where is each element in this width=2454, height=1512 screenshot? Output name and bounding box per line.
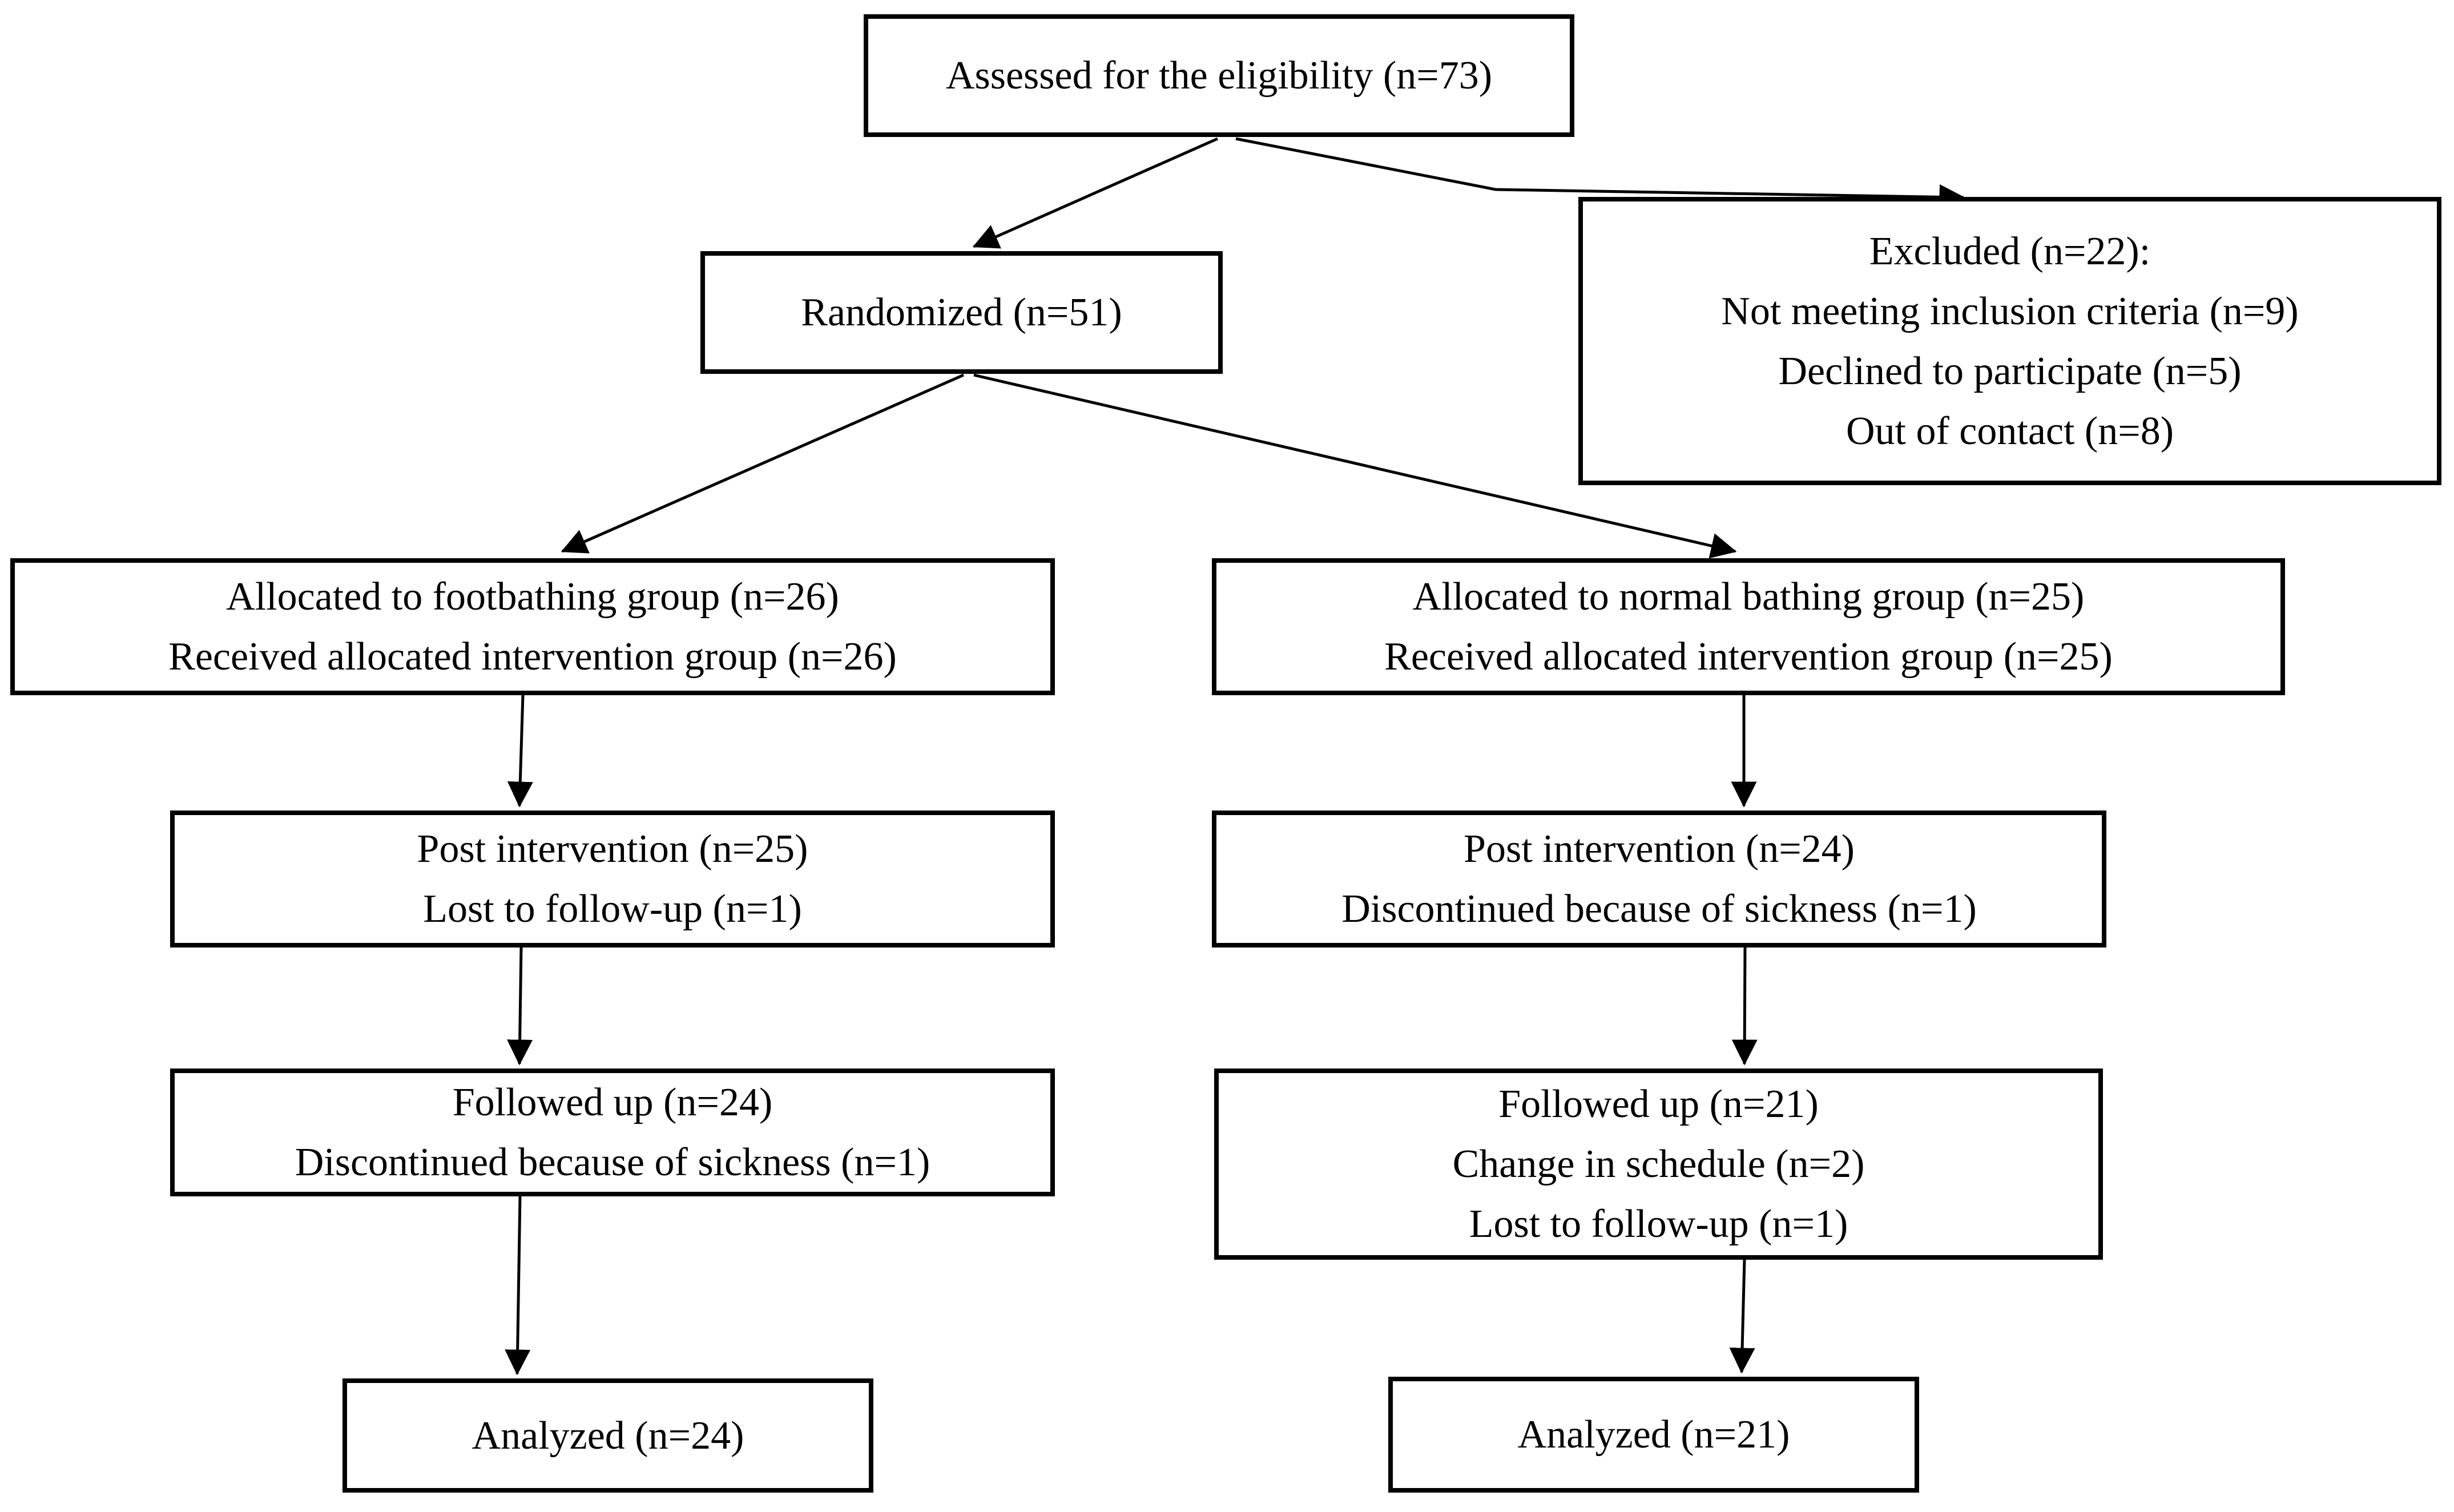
arrow-alloc-left-to-post-left — [507, 695, 533, 808]
node-text-line: Assessed for the eligibility (n=73) — [945, 54, 1493, 98]
node-text-line: Lost to follow-up (n=1) — [1469, 1202, 1848, 1246]
node-text-line: Post intervention (n=25) — [417, 827, 808, 871]
node-followed-up-footbathing: Followed up (n=24) Discontinued because … — [170, 1069, 1055, 1196]
node-text-line: Allocated to footbathing group (n=26) — [226, 575, 839, 619]
node-excluded: Excluded (n=22): Not meeting inclusion c… — [1578, 197, 2441, 485]
excluded-reason-line: Declined to participate (n=5) — [1778, 349, 2242, 393]
node-text-line: Followed up (n=21) — [1498, 1082, 1819, 1126]
node-text-line: Received allocated intervention group (n… — [168, 635, 897, 679]
node-text-line: Randomized (n=51) — [801, 291, 1122, 334]
node-text-line: Lost to follow-up (n=1) — [423, 887, 802, 931]
node-text-line: Post intervention (n=24) — [1464, 827, 1855, 871]
node-randomized: Randomized (n=51) — [700, 251, 1223, 374]
node-analyzed-normal-bathing: Analyzed (n=21) — [1388, 1377, 1919, 1493]
arrow-follow-left-to-analyzed-left — [505, 1196, 531, 1376]
arrow-assessed-to-excluded — [1235, 137, 1965, 210]
node-text-line: Excluded (n=22): — [1869, 229, 2151, 273]
node-text-line: Analyzed (n=24) — [472, 1413, 744, 1458]
arrow-follow-right-to-analyzed-right — [1729, 1259, 1755, 1374]
excluded-reason-line: Out of contact (n=8) — [1845, 409, 2174, 453]
node-text-line: Allocated to normal bathing group (n=25) — [1412, 575, 2085, 619]
node-text-line: Discontinued because of sickness (n=1) — [1341, 887, 1977, 931]
node-text-line: Followed up (n=24) — [452, 1080, 773, 1124]
arrow-post-left-to-follow-left — [507, 947, 533, 1066]
node-assessed-eligibility: Assessed for the eligibility (n=73) — [864, 14, 1574, 137]
excluded-reason-line: Not meeting inclusion criteria (n=9) — [1721, 289, 2299, 333]
node-post-intervention-footbathing: Post intervention (n=25) Lost to follow-… — [170, 811, 1055, 947]
node-allocated-normal-bathing: Allocated to normal bathing group (n=25)… — [1212, 558, 2285, 695]
arrow-assessed-to-randomized — [972, 137, 1219, 249]
node-text-line: Received allocated intervention group (n… — [1384, 635, 2113, 679]
node-post-intervention-normal-bathing: Post intervention (n=24) Discontinued be… — [1212, 811, 2106, 947]
node-text-line: Discontinued because of sickness (n=1) — [295, 1140, 930, 1184]
arrow-randomized-to-alloc-left — [561, 373, 965, 554]
arrow-randomized-to-alloc-right — [973, 373, 1737, 559]
node-analyzed-footbathing: Analyzed (n=24) — [342, 1378, 873, 1493]
node-text-line: Analyzed (n=21) — [1517, 1413, 1790, 1457]
node-allocated-footbathing: Allocated to footbathing group (n=26) Re… — [10, 558, 1055, 695]
node-text-line: Change in schedule (n=2) — [1452, 1142, 1865, 1186]
node-followed-up-normal-bathing: Followed up (n=21) Change in schedule (n… — [1214, 1069, 2103, 1260]
arrow-post-right-to-follow-right — [1731, 947, 1758, 1066]
